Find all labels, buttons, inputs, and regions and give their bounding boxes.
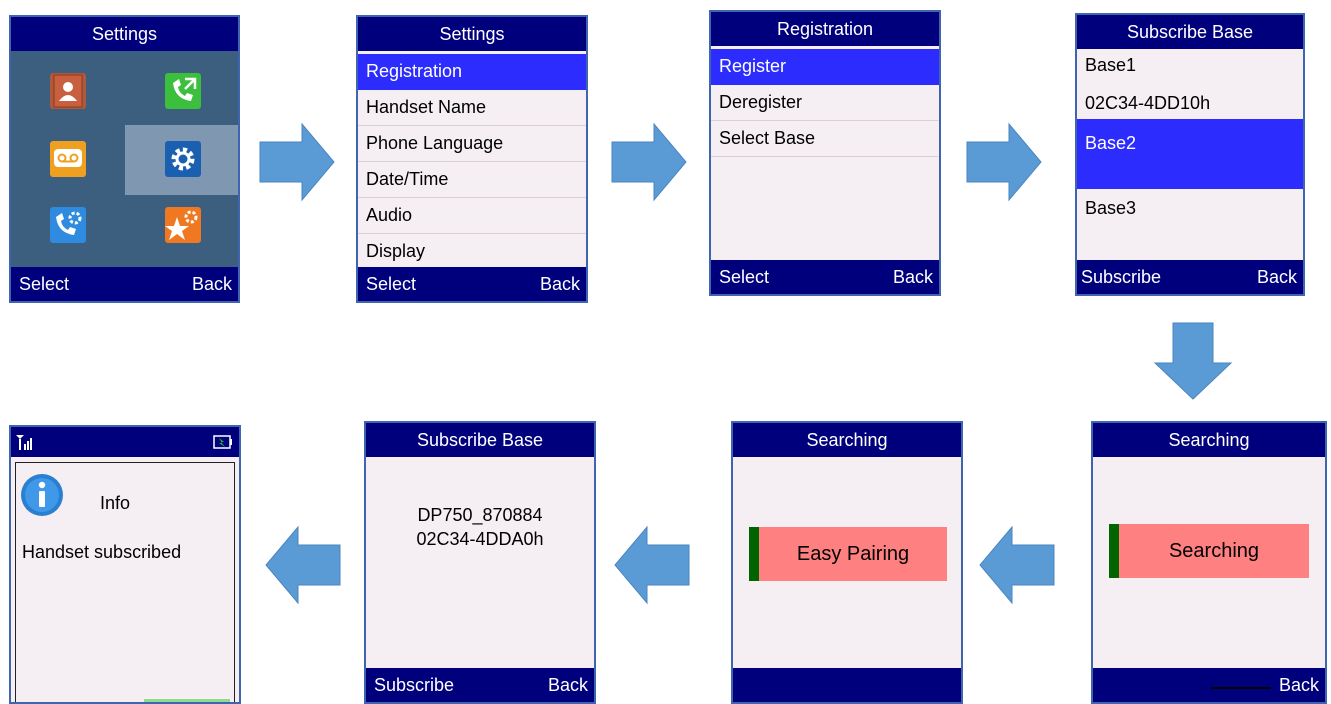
info-dialog: Info Handset subscribed (15, 462, 235, 702)
screen-title: Subscribe Base (1077, 15, 1303, 49)
softkey-bar: Back (1093, 668, 1325, 702)
back-softkey[interactable]: Back (539, 274, 580, 294)
menu-item-audio[interactable]: Audio (358, 198, 586, 234)
back-softkey[interactable]: Back (1278, 675, 1319, 695)
screen-title: Searching (1093, 423, 1325, 457)
screen-info-subscribed: Info Handset subscribed (9, 425, 241, 704)
back-softkey[interactable]: Back (547, 675, 588, 695)
screen-title: Searching (733, 423, 961, 457)
left-arrow-icon (614, 525, 690, 605)
base2-label: Base2 (1085, 133, 1137, 153)
settings-icon[interactable] (165, 141, 201, 177)
screen-title: Subscribe Base (366, 423, 594, 457)
menu-item-date-time[interactable]: Date/Time (358, 162, 586, 198)
down-arrow-icon (1153, 322, 1233, 400)
select-softkey[interactable]: Select (366, 274, 417, 294)
screen-title: Settings (11, 17, 238, 51)
voicemail-icon[interactable] (50, 141, 86, 177)
menu-item-phone-language[interactable]: Phone Language (358, 126, 586, 162)
contacts-icon[interactable] (50, 73, 86, 109)
screen-subscribe-base-detail: Subscribe Base DP750_870884 02C34-4DDA0h… (364, 421, 596, 704)
select-softkey[interactable]: Select (719, 267, 770, 287)
info-title: Info (100, 493, 131, 513)
back-softkey[interactable]: Back (1256, 267, 1297, 287)
screen-title: Registration (711, 12, 939, 46)
call-settings-icon[interactable] (50, 207, 86, 243)
menu-item-registration[interactable]: Registration (358, 54, 586, 90)
info-message: Handset subscribed (22, 542, 182, 562)
back-softkey[interactable]: Back (191, 274, 232, 294)
base2-row[interactable]: Base2 (1077, 119, 1303, 189)
softkey-bar: Subscribe Back (1077, 260, 1303, 294)
signal-icon (16, 435, 32, 450)
subscribe-softkey[interactable]: Subscribe (1081, 267, 1162, 287)
status-bar (11, 427, 239, 457)
right-arrow-icon (966, 122, 1042, 202)
softkey-bar: Select Back (711, 260, 939, 294)
menu-item-display[interactable]: Display (358, 234, 586, 270)
easy-pairing-progress: Easy Pairing (749, 527, 947, 581)
call-history-icon[interactable] (165, 73, 201, 109)
softkey-indicator (144, 699, 230, 702)
screen-settings-list: Settings Registration Handset Name Phone… (356, 15, 588, 303)
screen-title: Settings (358, 17, 586, 51)
menu-item-deregister[interactable]: Deregister (711, 85, 939, 121)
softkey-bar: Select Back (358, 267, 586, 301)
screen-registration: Registration Register Deregister Select … (709, 10, 941, 296)
left-arrow-icon (265, 525, 341, 605)
menu-item-register[interactable]: Register (711, 49, 939, 85)
screen-searching: Searching Searching Back (1091, 421, 1327, 704)
screen-easy-pairing: Searching Easy Pairing (731, 421, 963, 704)
softkey-bar: Select Back (11, 267, 238, 301)
right-arrow-icon (611, 122, 687, 202)
menu-item-select-base[interactable]: Select Base (711, 121, 939, 157)
info-icon (21, 474, 63, 516)
advanced-settings-icon[interactable] (165, 207, 201, 243)
battery-icon (213, 435, 232, 449)
subscribe-softkey[interactable]: Subscribe (374, 675, 455, 695)
base3-label[interactable]: Base3 (1085, 198, 1137, 218)
softkey-bar: Subscribe Back (366, 668, 594, 702)
softkey-bar (733, 668, 961, 702)
base1-label[interactable]: Base1 (1085, 55, 1137, 75)
softkey-line (1211, 687, 1271, 689)
base-name: DP750_870884 (417, 505, 543, 525)
base1-id: 02C34-4DD10h (1085, 93, 1211, 113)
back-softkey[interactable]: Back (892, 267, 933, 287)
screen-settings-grid: Settings Select Back (9, 15, 240, 303)
menu-item-handset-name[interactable]: Handset Name (358, 90, 586, 126)
base-id: 02C34-4DDA0h (416, 529, 544, 549)
left-arrow-icon (979, 525, 1055, 605)
searching-progress: Searching (1109, 524, 1309, 578)
select-softkey[interactable]: Select (19, 274, 70, 294)
screen-subscribe-base-list: Subscribe Base Base1 02C34-4DD10h Base2 … (1075, 13, 1305, 296)
right-arrow-icon (259, 122, 335, 202)
